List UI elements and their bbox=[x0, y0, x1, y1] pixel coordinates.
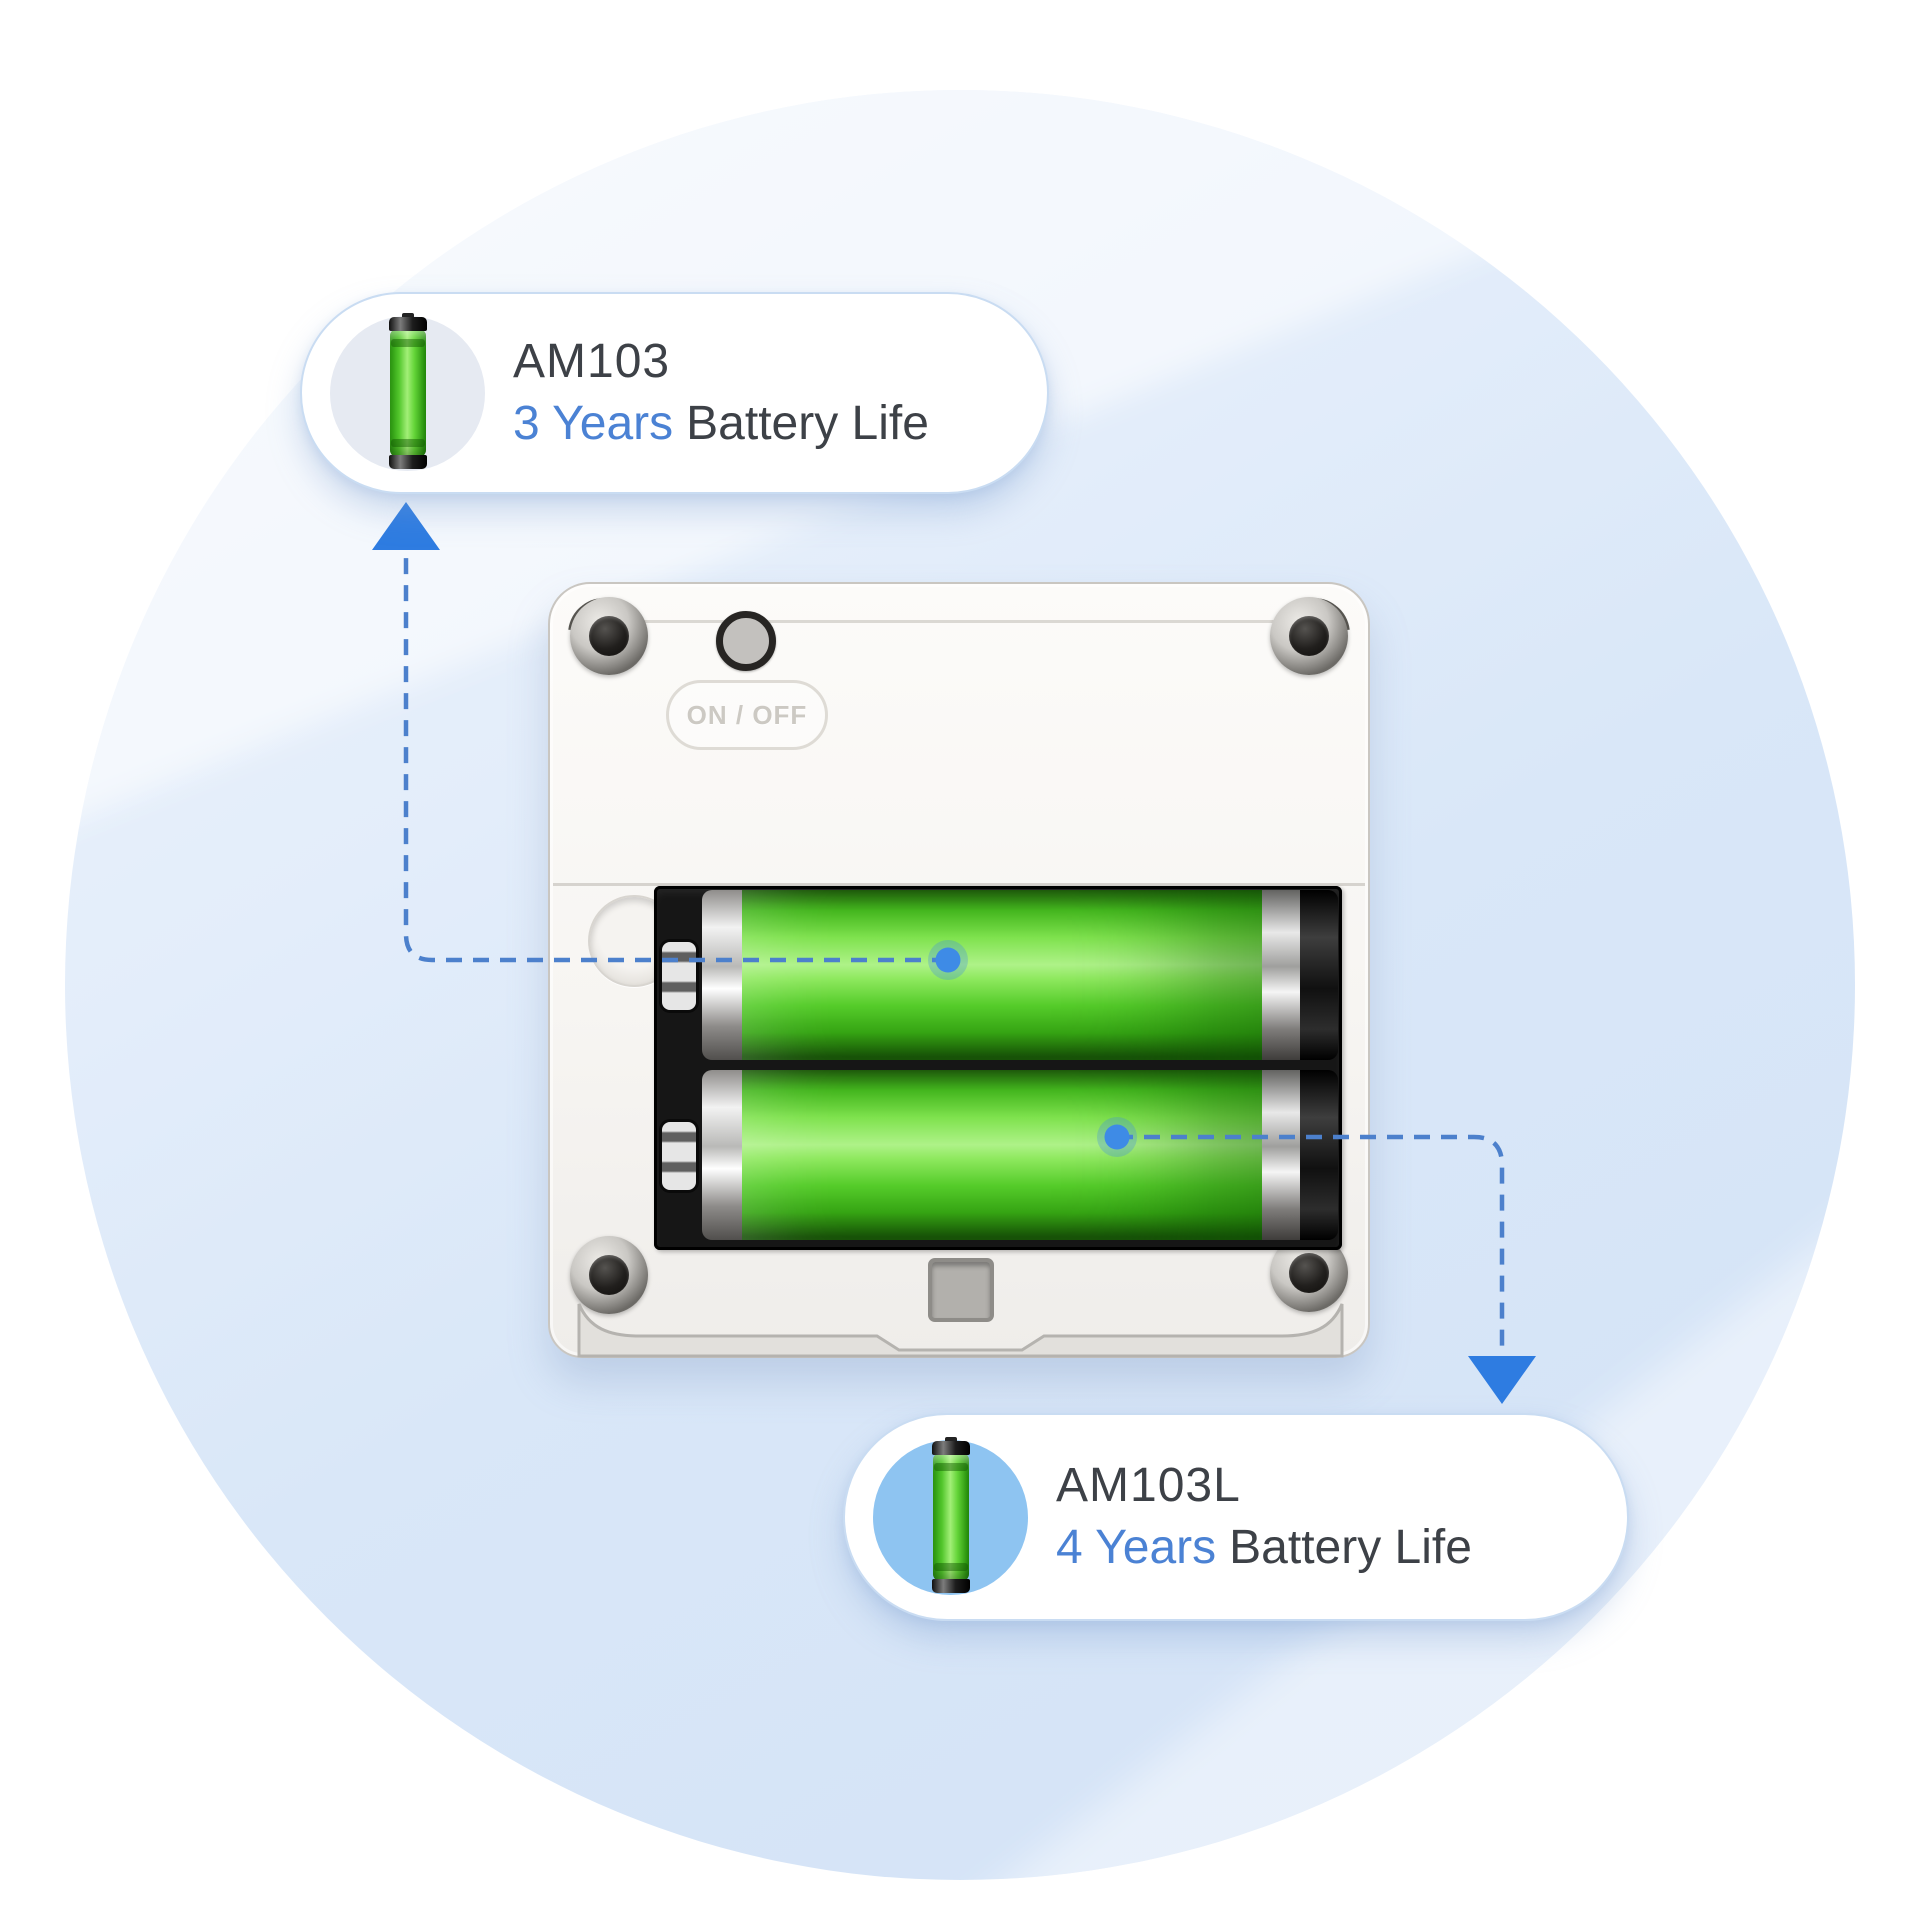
callout-icon-circle bbox=[873, 1437, 1028, 1595]
battery-life-years: 3 Years bbox=[513, 397, 674, 450]
spring-contact-icon bbox=[662, 942, 696, 1010]
compartment-seam bbox=[553, 883, 1365, 886]
battery-body bbox=[742, 1070, 1262, 1240]
battery-band bbox=[933, 1463, 968, 1471]
model-name: AM103L bbox=[1056, 1459, 1241, 1512]
battery-cap bbox=[388, 317, 427, 331]
callout-icon-circle bbox=[330, 313, 485, 471]
aa-battery-bottom bbox=[702, 1070, 1338, 1240]
screw-center bbox=[589, 616, 629, 656]
battery-cap bbox=[931, 1579, 970, 1593]
screw-icon bbox=[1270, 597, 1348, 675]
battery-band bbox=[933, 1563, 968, 1571]
spring-contact-icon bbox=[662, 1122, 696, 1190]
battery-nub bbox=[401, 313, 414, 320]
screw-center bbox=[1289, 616, 1329, 656]
battery-life-label: Battery Life bbox=[686, 397, 929, 450]
device-back-panel: ON / OFF bbox=[548, 582, 1370, 1358]
battery-icon bbox=[388, 313, 427, 469]
battery-life-years: 4 Years bbox=[1056, 1521, 1217, 1574]
battery-body bbox=[742, 890, 1262, 1060]
model-name: AM103 bbox=[513, 335, 671, 388]
battery-cap bbox=[931, 1441, 970, 1455]
aa-battery-top bbox=[702, 890, 1338, 1060]
battery-cap-black bbox=[1300, 890, 1338, 1060]
battery-life-label: Battery Life bbox=[1229, 1521, 1472, 1574]
battery-icon-body bbox=[932, 1453, 969, 1581]
battery-band bbox=[390, 339, 425, 347]
screw-center bbox=[589, 1255, 629, 1295]
battery-icon-body bbox=[389, 329, 426, 457]
screw-icon bbox=[570, 597, 648, 675]
battery-cap-black bbox=[1300, 1070, 1338, 1240]
battery-cap bbox=[388, 455, 427, 469]
battery-nub bbox=[944, 1437, 957, 1444]
latch-hole bbox=[928, 1258, 994, 1322]
screw-center bbox=[1289, 1253, 1329, 1293]
battery-collar bbox=[702, 890, 742, 1060]
battery-cap-silver bbox=[1262, 890, 1300, 1060]
battery-bay bbox=[654, 886, 1342, 1250]
battery-icon bbox=[931, 1437, 970, 1593]
onoff-label: ON / OFF bbox=[666, 680, 828, 750]
screw-icon bbox=[570, 1236, 648, 1314]
battery-collar bbox=[702, 1070, 742, 1240]
battery-cap-silver bbox=[1262, 1070, 1300, 1240]
bottom-lip bbox=[577, 1303, 1344, 1358]
battery-band bbox=[390, 439, 425, 447]
top-seam bbox=[594, 620, 1324, 623]
reset-button bbox=[716, 611, 776, 671]
